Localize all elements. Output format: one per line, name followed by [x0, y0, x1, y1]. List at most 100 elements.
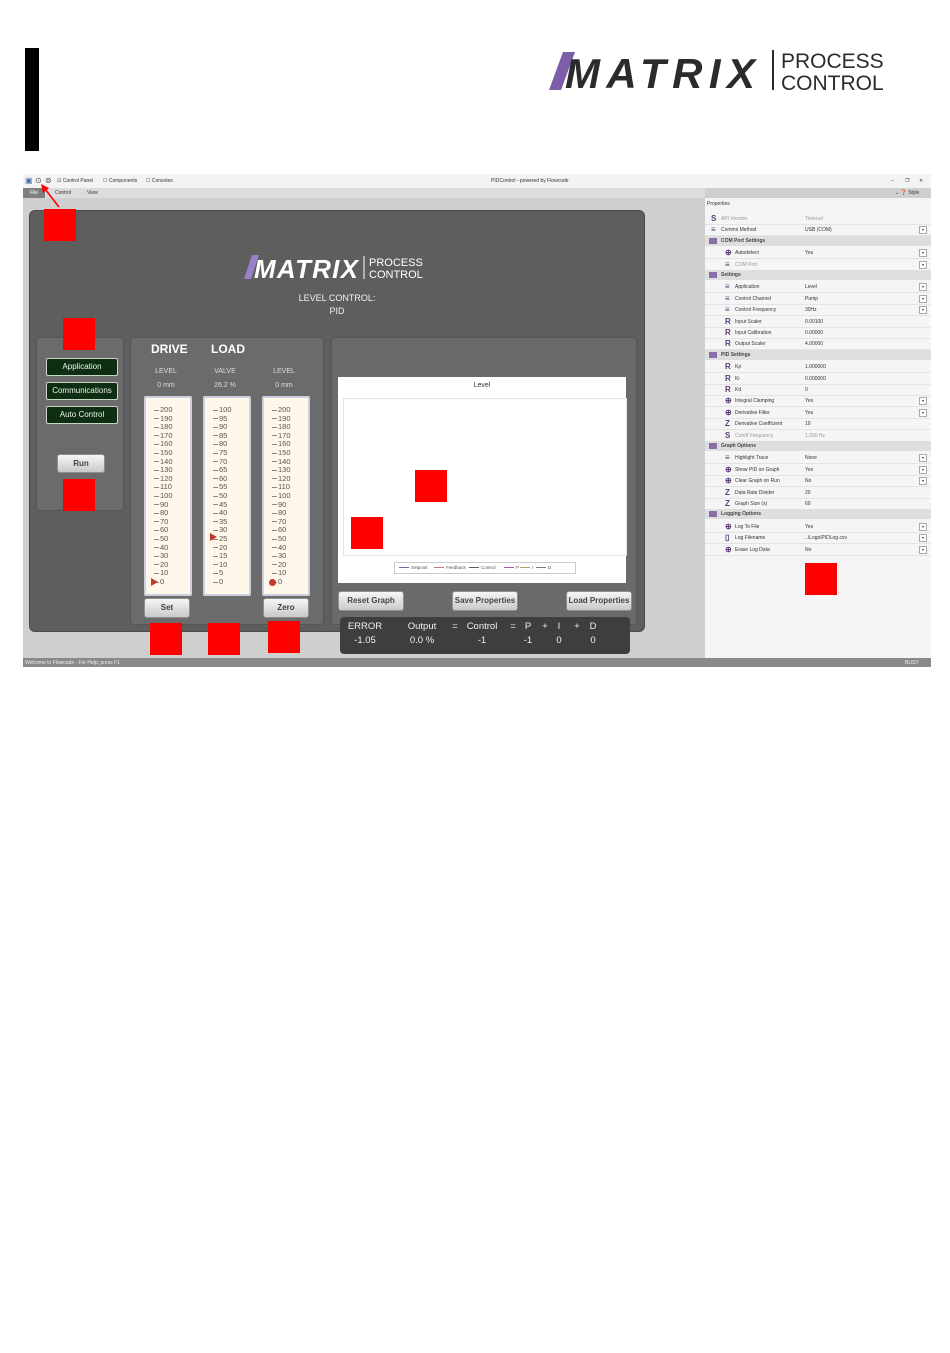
dropdown-arrow-icon[interactable]: ▾ [919, 454, 927, 463]
property-group[interactable]: PID Settings [705, 349, 931, 360]
close-icon[interactable]: ✕ [919, 178, 924, 184]
property-value[interactable]: USB (COM) [805, 227, 832, 234]
property-value[interactable]: Yes [805, 398, 814, 405]
dropdown-arrow-icon[interactable]: ▾ [919, 306, 927, 315]
gauge-marker[interactable] [269, 578, 276, 586]
zero-button[interactable]: Zero [263, 598, 309, 618]
set-button[interactable]: Set [144, 598, 190, 618]
property-value[interactable]: 0 [805, 387, 808, 393]
menu-file[interactable]: File [23, 188, 45, 198]
property-group[interactable]: Settings [705, 270, 931, 280]
property-value[interactable]: 60 [805, 501, 811, 507]
components-checkbox[interactable]: ☐ Components [103, 178, 138, 184]
property-value[interactable]: Level [805, 284, 817, 291]
control-panel-checkbox[interactable]: ☑ Control Panel [57, 178, 94, 184]
property-value[interactable]: No [805, 546, 812, 553]
property-group[interactable]: COM Port Settings [705, 235, 931, 246]
application-button[interactable]: Application [46, 358, 118, 376]
property-group[interactable]: Graph Options [705, 441, 931, 451]
dropdown-arrow-icon[interactable]: ▾ [919, 545, 927, 554]
dropdown-arrow-icon[interactable]: ▾ [919, 283, 927, 292]
gauge-tick: 40 [272, 543, 286, 552]
property-value[interactable]: 4.00000 [805, 341, 824, 348]
communications-button[interactable]: Communications [46, 382, 118, 400]
property-row[interactable]: ≡COM Port▾ [705, 259, 931, 271]
auto-control-button[interactable]: Auto Control [46, 406, 118, 424]
gauge-value: 0 mm [157, 382, 175, 389]
property-value[interactable]: 0.00000 [805, 330, 824, 336]
property-value[interactable]: 0.000000 [805, 375, 826, 382]
reset-graph-button[interactable]: Reset Graph [338, 591, 404, 611]
dropdown-arrow-icon[interactable]: ▾ [919, 408, 927, 417]
dropdown-arrow-icon[interactable]: ▾ [919, 260, 927, 269]
load-properties-button[interactable]: Load Properties [566, 591, 632, 611]
property-value[interactable]: 10 [805, 421, 811, 428]
dropdown-arrow-icon[interactable]: ▾ [919, 249, 927, 258]
property-value[interactable]: Yes [805, 250, 814, 257]
gauge-marker[interactable] [210, 532, 217, 541]
drive-header: DRIVE [151, 342, 188, 356]
property-value[interactable]: 20 [805, 489, 811, 496]
property-value[interactable]: 1.000000 [805, 364, 826, 371]
property-value[interactable]: Pump [805, 295, 819, 302]
property-value[interactable]: Yes [805, 523, 814, 530]
group-icon [709, 237, 717, 244]
style-menu[interactable]: ⌄ ❓ Style [895, 190, 920, 196]
menu-control[interactable]: Control [55, 190, 72, 196]
restore-icon[interactable]: ❐ [905, 178, 910, 184]
property-value[interactable]: Yes [805, 409, 814, 416]
dropdown-arrow-icon[interactable]: ▾ [919, 534, 927, 543]
stop-icon[interactable]: ⊚ [45, 176, 52, 185]
property-value[interactable]: 30Hz [805, 307, 817, 314]
gauge-marker[interactable] [151, 578, 158, 586]
legend-swatch [434, 567, 444, 568]
equation-value: 0.0 % [409, 635, 435, 646]
property-label: Graph Size (s) [735, 501, 768, 507]
run-button[interactable]: Run [57, 454, 105, 473]
dropdown-arrow-icon[interactable]: ▾ [919, 477, 927, 486]
property-value[interactable]: ..\Logs\PIDLog.csv [805, 535, 847, 542]
dropdown-arrow-icon[interactable]: ▾ [919, 397, 927, 406]
property-value[interactable]: Timeout [805, 216, 823, 222]
dropdown-arrow-icon[interactable]: ▾ [919, 465, 927, 474]
property-value[interactable]: None [805, 455, 817, 462]
run-icon[interactable]: ⊙ [35, 176, 42, 185]
panel-logo-text: MATRIX [254, 254, 360, 281]
menu-view[interactable]: View [87, 190, 98, 196]
dropdown-arrow-icon[interactable]: ▾ [919, 294, 927, 303]
property-value[interactable]: 1.000 Hz [805, 432, 826, 439]
dropdown-arrow-icon[interactable]: ▾ [919, 226, 927, 235]
consoles-checkbox[interactable]: ☐ Consoles [146, 178, 173, 184]
property-value[interactable]: No [805, 478, 812, 485]
property-row[interactable]: ▯Log Filename..\Logs\PIDLog.csv▾ [705, 532, 931, 545]
minimize-icon[interactable]: – [891, 178, 894, 184]
property-value[interactable]: Yes [805, 466, 814, 473]
property-value[interactable]: 0.00100 [805, 318, 824, 325]
save-properties-button[interactable]: Save Properties [452, 591, 518, 611]
property-group[interactable]: Logging Options [705, 509, 931, 520]
dropdown-arrow-icon[interactable]: ▾ [919, 522, 927, 531]
